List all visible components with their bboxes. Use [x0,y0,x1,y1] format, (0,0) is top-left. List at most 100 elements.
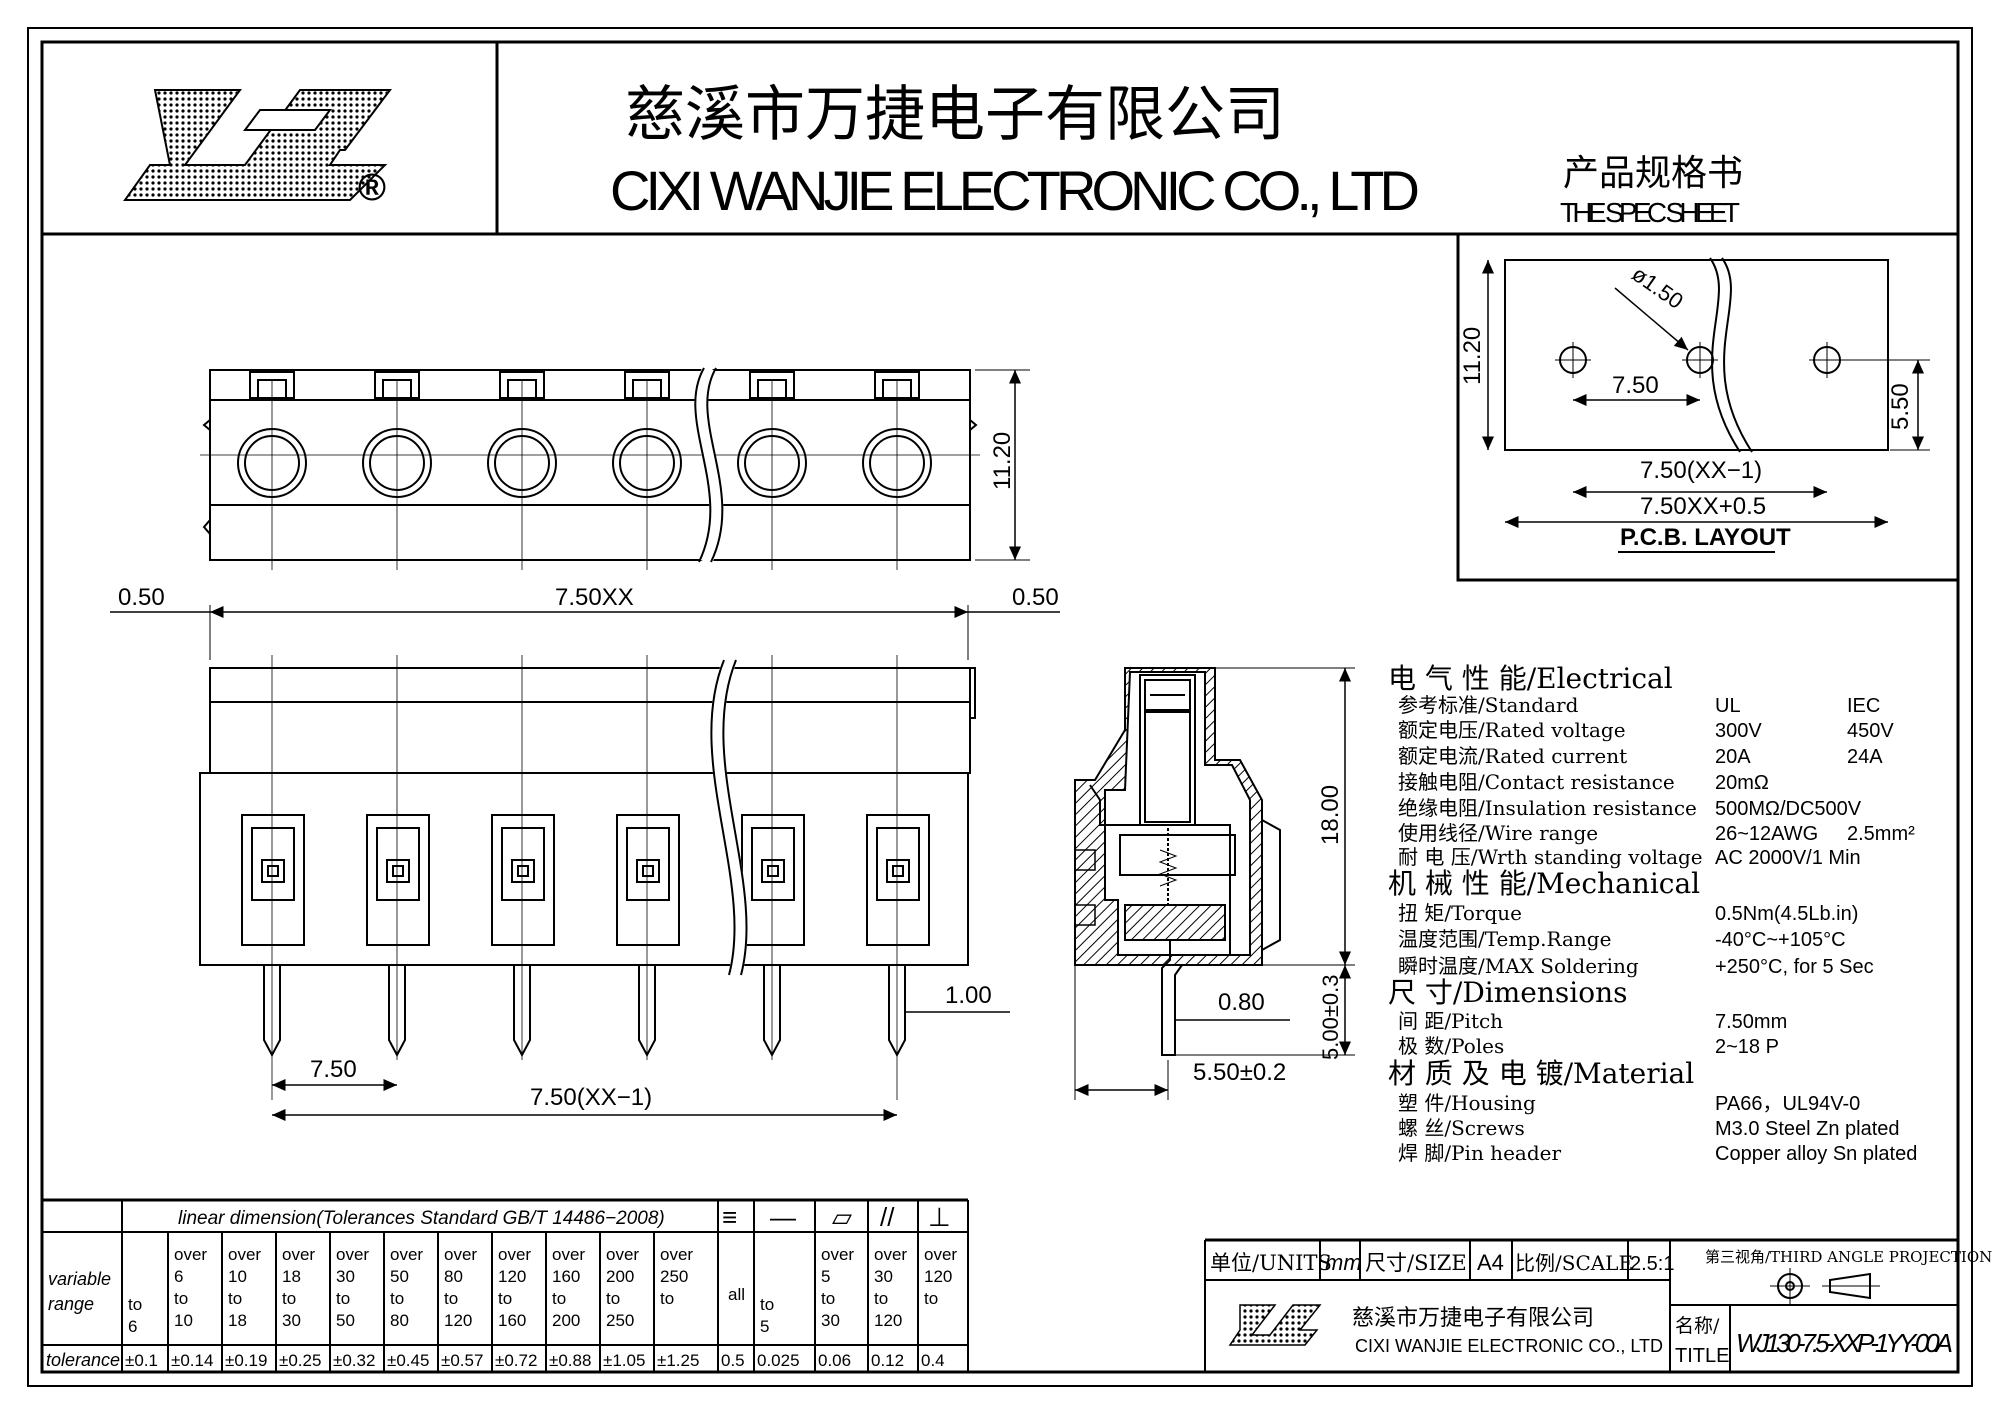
range-cell: 250 [660,1267,688,1286]
spec-value: 7.50mm [1715,1011,1787,1033]
spec-label: 参考标准/Standard [1398,693,1579,717]
spec-value: UL [1715,695,1741,717]
spec-value: +250°C, for 5 Sec [1715,956,1874,978]
spec-label: 接触电阻/Contact resistance [1398,770,1675,794]
front-view: 0.50 7.50XX 0.50 [110,584,1060,1121]
spec-label: 温度范围/Temp.Range [1398,927,1611,951]
range-cell: 30 [874,1267,893,1286]
spec-value: 2~18 P [1715,1036,1779,1058]
range-cell: to [128,1295,142,1314]
range-cell: 120 [924,1267,952,1286]
inner-frame [40,40,1960,1374]
spec-label: 螺 丝/Screws [1398,1116,1525,1140]
tolerance-value: ±0.45 [387,1351,429,1370]
top-view-height: 11.20 [989,432,1016,490]
spec-label: 耐 电 压/Wrth standing voltage [1398,845,1703,869]
doc-title-cn: 产品规格书 [1563,153,1743,194]
range-cell: 18 [228,1311,247,1330]
footer-company-cn: 慈溪市万捷电子有限公司 [1352,1306,1594,1331]
pcb-layout-view: ø1.50 7.50 7.50(XX−1) 7.50XX+0.5 11.20 5… [1456,232,1960,582]
spec-label: 塑 件/Housing [1398,1091,1536,1115]
range-cell: over [336,1245,369,1264]
size-value: A4 [1477,1250,1504,1275]
range-cell: 5 [760,1317,769,1336]
spec-value: 500MΩ/DC500V [1715,798,1862,820]
side-view [1074,667,1281,1056]
range-cell: 30 [821,1311,840,1330]
size-label: 尺寸/SIZE [1365,1251,1467,1275]
tolerance-symbol: ⊥ [928,1202,951,1232]
range-cell: to [760,1295,774,1314]
range-cell: over [390,1245,423,1264]
spec-value-iec: 2.5mm² [1847,823,1915,845]
spec-value: AC 2000V/1 Min [1715,847,1861,869]
range-cell: to [606,1289,620,1308]
range-cell: all [728,1285,745,1304]
front-span: 7.50(XX−1) [530,1084,652,1111]
range-cell: 10 [228,1267,247,1286]
side-view-dims: 18.00 5.00±0.3 0.80 5.50±0.2 [1074,667,1355,1100]
tolerance-value: ±1.25 [657,1351,699,1370]
row-label-tolerance: tolerance [46,1350,120,1370]
spec-value: 0.5Nm(4.5Lb.in) [1715,903,1858,925]
tolerance-value: ±0.25 [279,1351,321,1370]
front-left-margin: 0.50 [118,584,165,611]
row-label-variable: variable [48,1269,111,1289]
range-cell: to [390,1289,404,1308]
tolerance-value: ±0.88 [549,1351,591,1370]
range-cell: over [821,1245,854,1264]
range-cell: to [552,1289,566,1308]
spec-value: -40°C~+105°C [1715,929,1846,951]
spec-value: 20mΩ [1715,772,1769,794]
front-pitch: 7.50 [310,1056,357,1083]
range-cell: 120 [874,1311,902,1330]
range-cell: over [924,1245,957,1264]
pcb-layout-title: P.C.B. LAYOUT [1620,524,1791,551]
range-cell: 160 [498,1311,526,1330]
pcb-hole-offset: 5.50 [1887,383,1914,430]
tolerance-symbol: ≡ [722,1202,737,1232]
tolerance-value: ±0.14 [171,1351,213,1370]
range-cell: over [174,1245,207,1264]
footer-company-en: CIXI WANJIE ELECTRONIC CO., LTD [1355,1336,1663,1356]
range-cell: over [606,1245,639,1264]
spec-label: 间 距/Pitch [1398,1009,1503,1033]
range-cell: to [282,1289,296,1308]
side-pin-position: 5.50±0.2 [1193,1059,1286,1086]
title-block [1204,1238,1958,1372]
range-cell: to [444,1289,458,1308]
title-label: TITLE [1675,1345,1729,1367]
top-view [200,364,980,570]
range-cell: 50 [390,1267,409,1286]
range-cell: 30 [336,1267,355,1286]
range-cell: to [924,1289,938,1308]
range-cell: 200 [552,1311,580,1330]
company-logo: ® [123,89,392,209]
spec-heading: 机 械 性 能/Mechanical [1388,867,1700,900]
spec-value-iec: IEC [1847,695,1880,717]
range-cell: to [874,1289,888,1308]
side-height: 18.00 [1317,785,1344,845]
tolerance-symbol: // [880,1202,895,1232]
spec-value: M3.0 Steel Zn plated [1715,1118,1900,1140]
range-cell: to [498,1289,512,1308]
spec-label: 额定电压/Rated voltage [1398,718,1626,742]
range-cell: 30 [282,1311,301,1330]
range-cell: 6 [174,1267,183,1286]
range-cell: to [174,1289,188,1308]
pcb-height: 11.20 [1459,327,1486,385]
spec-value: 300V [1715,720,1762,742]
spec-label: 焊 脚/Pin header [1398,1141,1561,1165]
outer-frame [27,27,1973,1387]
tolerance-value: ±0.72 [495,1351,537,1370]
range-cell: 250 [606,1311,634,1330]
tolerance-value: ±0.32 [333,1351,375,1370]
tolerance-value: 0.12 [871,1351,904,1370]
side-pin-length: 5.00±0.3 [1318,975,1343,1060]
tolerance-value: ±0.19 [225,1351,267,1370]
title-block-text: 单位/UNITS mm 尺寸/SIZE A4 比例/SCALE 2.5:1 第三… [1210,1248,1992,1367]
tolerance-value: 0.06 [818,1351,851,1370]
row-label-range: range [48,1294,94,1314]
side-pin-thickness: 0.80 [1218,989,1265,1016]
spec-heading: 材 质 及 电 镀/Material [1388,1057,1694,1090]
